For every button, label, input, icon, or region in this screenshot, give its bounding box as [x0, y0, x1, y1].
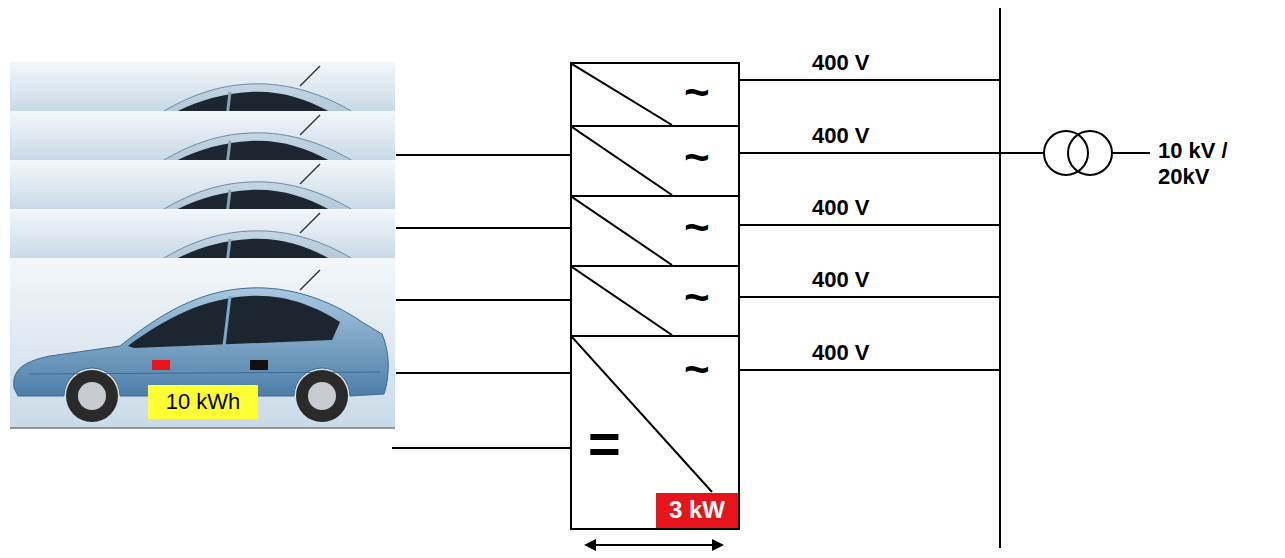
wire	[1000, 152, 1044, 154]
power-rating: 3 kW	[656, 493, 738, 528]
strip	[10, 258, 395, 428]
wire	[1112, 152, 1150, 154]
bidirectional-arrow	[584, 539, 724, 551]
transformer-symbol	[1044, 131, 1112, 175]
arrow-head	[584, 539, 596, 551]
node-text: =	[588, 413, 621, 475]
wire	[392, 447, 571, 449]
converter-diagonal	[572, 267, 738, 335]
winding	[1068, 131, 1112, 175]
wire	[396, 154, 571, 156]
node-text: ~	[684, 68, 710, 116]
diagonal-line	[572, 64, 672, 125]
converter-diagonal	[572, 197, 738, 265]
inverter-box: ~	[570, 195, 740, 267]
converter-diagonal	[572, 64, 738, 125]
diagonal-line	[572, 267, 672, 335]
diagonal-line	[572, 127, 672, 195]
wire	[740, 152, 1000, 154]
node-text: 10 kWh	[166, 390, 241, 414]
voltage-label: 400 V	[812, 340, 870, 366]
arrow-shaft	[592, 544, 716, 546]
inverter-box: ~	[570, 265, 740, 337]
grid-voltage-label: 10 kV / 20kV	[1158, 138, 1270, 191]
node-text: ~	[684, 345, 710, 393]
node-text: 3 kW	[669, 497, 725, 523]
fuel-cap	[250, 360, 268, 370]
winding	[1044, 131, 1088, 175]
car-icon	[14, 115, 389, 160]
capacity-label: 10 kWh	[148, 385, 258, 419]
wires	[392, 8, 1150, 548]
car-icon	[14, 164, 389, 209]
car-icon	[14, 66, 389, 111]
voltage-label: 400 V	[812, 267, 870, 293]
wire	[740, 224, 1000, 226]
wire	[396, 372, 571, 374]
voltage-label: 400 V	[812, 123, 870, 149]
wire	[740, 79, 1000, 81]
voltage-label: 400 V	[812, 50, 870, 76]
inverter-box: ~ = 3 kW	[570, 335, 740, 530]
diagonal-line	[572, 337, 712, 492]
wire	[396, 227, 571, 229]
ground-line	[10, 427, 395, 429]
wire	[740, 296, 1000, 298]
car-icon	[14, 213, 389, 258]
busbar	[999, 8, 1001, 548]
node-text: ~	[684, 273, 710, 321]
converter-diagonal	[572, 127, 738, 195]
wire	[740, 369, 1000, 371]
car-icon	[14, 270, 389, 422]
inverter-box: ~	[570, 62, 740, 127]
inverter-box: ~	[570, 125, 740, 197]
arrow-head	[712, 539, 724, 551]
voltage-label: 400 V	[812, 195, 870, 221]
wire	[396, 299, 571, 301]
charge-port	[152, 360, 170, 370]
car-strips	[10, 62, 395, 428]
node-text: ~	[684, 203, 710, 251]
node-text: ~	[684, 133, 710, 181]
diagonal-line	[572, 197, 672, 265]
